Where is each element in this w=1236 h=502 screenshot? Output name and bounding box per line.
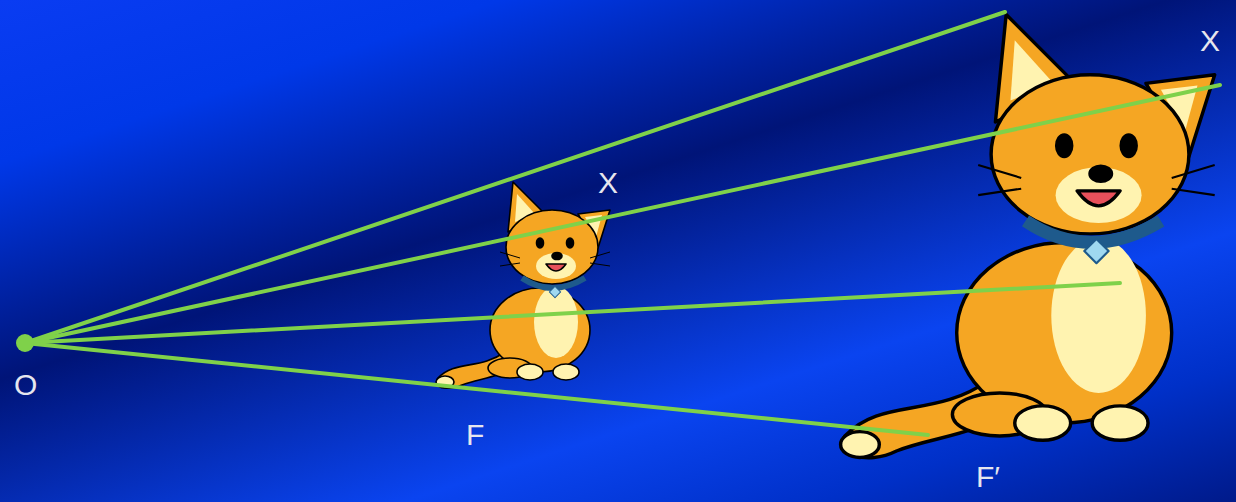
point-label: X bbox=[598, 168, 618, 198]
image-point-label: F′ bbox=[976, 462, 1000, 492]
image-point-label: X bbox=[1200, 26, 1220, 56]
center-label: O bbox=[14, 370, 37, 400]
point-label: F bbox=[466, 420, 484, 450]
